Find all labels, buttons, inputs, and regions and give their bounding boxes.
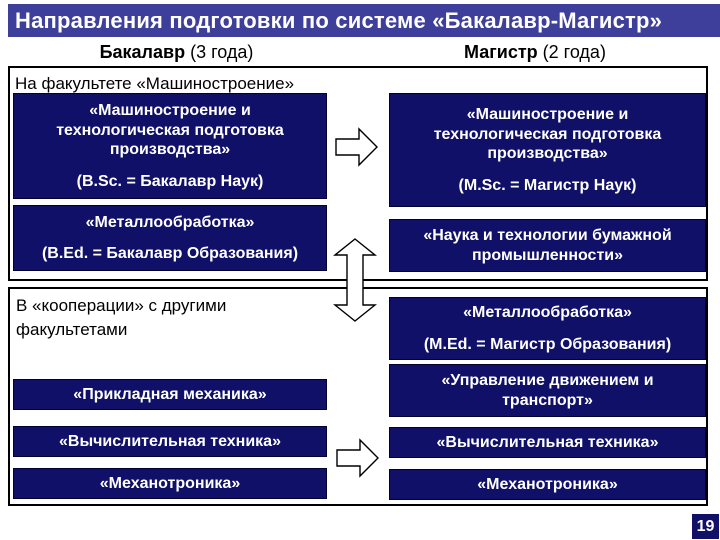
page-number: 19 [696, 517, 715, 535]
slide-title-bar: Направления подготовки по системе «Бакал… [8, 4, 720, 37]
program-title: «Наука и технологии бумажной промышленно… [423, 226, 672, 264]
column-header-master-name: Магистр [464, 42, 538, 62]
column-header-bachelor: Бакалавр (3 года) [8, 42, 345, 66]
program-title: «Механотроника» [99, 474, 241, 492]
master-box-computer-engineering: «Вычислительная техника» [389, 427, 706, 458]
program-title: «Управление движением и транспорт» [441, 371, 654, 409]
master-box-paper-industry: «Наука и технологии бумажной промышленно… [389, 219, 706, 272]
column-header-bachelor-duration: (3 года) [185, 42, 254, 62]
program-title: «Прикладная механика» [73, 385, 267, 403]
slide-title: Направления подготовки по системе «Бакал… [15, 7, 663, 33]
column-header-master-duration: (2 года) [537, 42, 606, 62]
program-title: «Механотроника» [477, 475, 618, 493]
degree-abbreviation: (M.Ed. = Магистр Образования) [423, 335, 672, 353]
bachelor-box-computer-engineering: «Вычислительная техника» [13, 426, 327, 457]
bachelor-box-mechatronics: «Механотроника» [13, 468, 327, 499]
master-box-metalworking: «Металлообработка» (M.Ed. = Магистр Обра… [389, 297, 706, 360]
program-title: «Вычислительная техника» [436, 433, 659, 451]
degree-abbreviation: (B.Sc. = Бакалавр Наук) [76, 172, 264, 190]
arrow-right-top-icon [335, 127, 378, 167]
bachelor-box-mechanical-engineering: «Машиностроение и технологическая подгот… [13, 93, 327, 199]
master-box-mechatronics: «Механотроника» [389, 469, 706, 500]
arrow-double-vertical-icon [333, 238, 377, 322]
page-number-badge: 19 [692, 514, 719, 539]
program-title: «Машиностроение и технологическая подгот… [433, 106, 662, 163]
column-header-master: Магистр (2 года) [360, 42, 710, 66]
arrow-right-bottom-icon [336, 438, 379, 478]
master-box-traffic-transport: «Управление движением и транспорт» [389, 364, 706, 417]
master-box-mechanical-engineering: «Машиностроение и технологическая подгот… [389, 93, 706, 207]
column-header-bachelor-name: Бакалавр [99, 42, 186, 62]
faculty-section-label: На факультете «Машиностроение» [15, 74, 295, 93]
cooperation-section-label: В «кооперации» с другими факультетами [16, 296, 227, 339]
degree-abbreviation: (B.Ed. = Бакалавр Образования) [41, 245, 299, 263]
program-title: «Машиностроение и технологическая подгот… [56, 102, 284, 159]
program-title: «Вычислительная техника» [59, 432, 281, 450]
program-title: «Металлообработка» [85, 213, 255, 231]
bachelor-box-applied-mechanics: «Прикладная механика» [13, 379, 327, 410]
bachelor-box-metalworking: «Металлообработка» (B.Ed. = Бакалавр Обр… [13, 205, 327, 271]
degree-abbreviation: (M.Sc. = Магистр Наук) [458, 176, 637, 194]
program-title: «Металлообработка» [463, 304, 632, 322]
